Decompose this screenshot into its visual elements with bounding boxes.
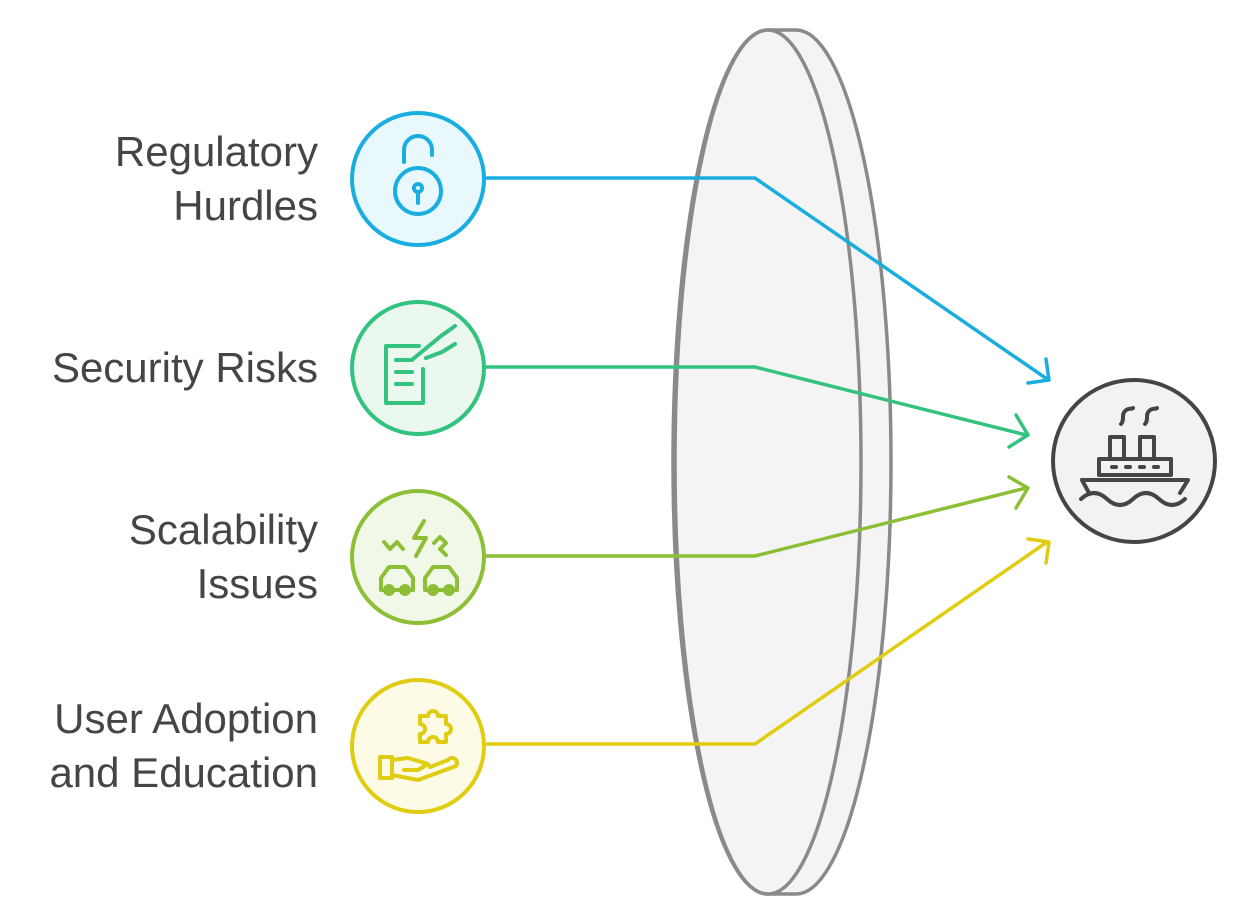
open-padlock-icon — [393, 134, 443, 216]
node-regulatory-hurdles — [350, 111, 486, 247]
arrow-adoption — [486, 537, 1051, 746]
ship-icon — [1079, 406, 1190, 507]
connector-arrows — [486, 176, 1051, 746]
node-circle — [350, 111, 486, 247]
arrow-scalability-head — [1007, 475, 1030, 510]
arrow-security-line — [486, 365, 1027, 437]
arrow-regulatory-line — [486, 176, 1048, 381]
node-user-adoption — [350, 678, 486, 814]
lightning-cars-icon — [379, 519, 459, 596]
arrow-security-head — [1007, 413, 1030, 449]
arrow-adoption-line — [486, 540, 1048, 746]
arrow-security — [486, 365, 1030, 449]
lens — [671, 28, 893, 896]
label-security-line-1: Security Risks — [52, 344, 318, 391]
hand-document-icon — [384, 324, 457, 405]
node-scalability-issues — [350, 489, 486, 625]
arrow-scalability — [486, 475, 1030, 558]
labels: Regulatory Hurdles Security Risks Scalab… — [49, 128, 318, 796]
arrow-regulatory-head — [1026, 357, 1051, 385]
node-circle — [350, 678, 486, 814]
label-regulatory-line-1: Regulatory — [115, 128, 318, 175]
label-adoption-line-2: and Education — [49, 749, 318, 796]
node-circle — [350, 489, 486, 625]
label-regulatory-line-2: Hurdles — [173, 182, 318, 229]
source-nodes — [350, 111, 486, 814]
label-scalability-line-2: Issues — [197, 560, 318, 607]
arrow-adoption-head — [1026, 537, 1051, 565]
label-adoption-line-1: User Adoption — [54, 695, 318, 742]
target-node — [1051, 378, 1217, 544]
node-circle — [350, 300, 486, 436]
arrow-regulatory — [486, 176, 1051, 385]
hand-puzzle-icon — [378, 709, 459, 782]
node-security-risks — [350, 300, 486, 436]
label-scalability-line-1: Scalability — [129, 506, 318, 553]
lens-front-disc — [673, 28, 863, 896]
arrow-scalability-line — [486, 486, 1027, 558]
